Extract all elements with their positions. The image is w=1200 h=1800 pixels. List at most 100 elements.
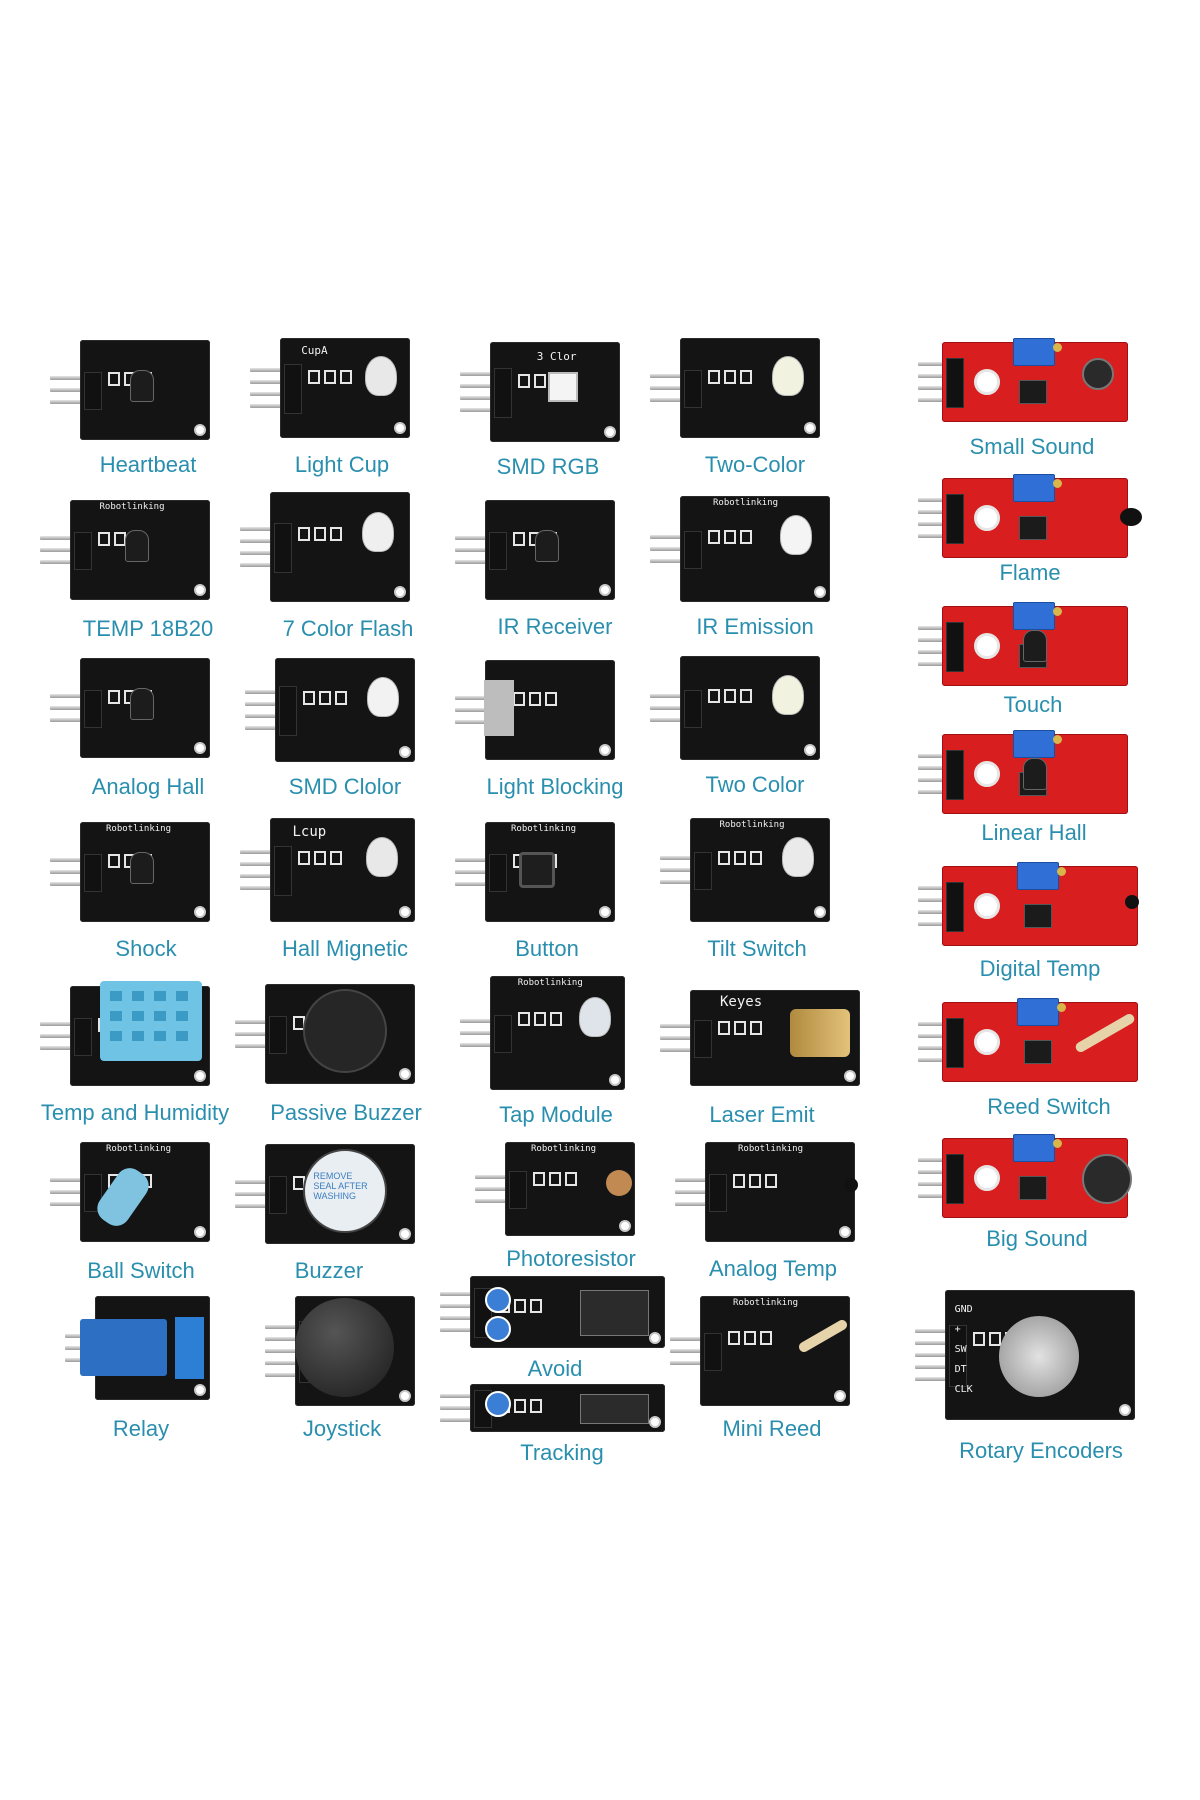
pin-header — [274, 523, 292, 573]
header-pin — [660, 880, 700, 884]
header-pin — [918, 1034, 952, 1038]
solder-pad — [740, 370, 752, 384]
dht-sensor-housing — [99, 981, 202, 1061]
pin-header — [704, 1333, 722, 1371]
module-label: Heartbeat — [99, 452, 197, 477]
sensor-module — [918, 998, 1138, 1082]
led-lens — [772, 356, 805, 396]
header-pin — [455, 696, 495, 700]
mounting-hole — [1119, 1404, 1131, 1416]
module-label: Linear Hall — [981, 820, 1087, 845]
header-pin — [650, 706, 690, 710]
header-pin — [240, 527, 280, 531]
header-pin — [440, 1328, 480, 1332]
mounting-hole — [394, 586, 406, 598]
solder-pad — [534, 1012, 546, 1027]
header-pin — [50, 1178, 90, 1182]
header-pin — [918, 898, 952, 902]
module-label: Shock — [115, 936, 177, 961]
solder-pad — [108, 372, 120, 386]
sensor-module — [918, 1134, 1132, 1218]
mounting-hole — [814, 586, 826, 598]
header-pin — [50, 706, 90, 710]
module-label: Buzzer — [294, 1258, 364, 1283]
rgb-led-chip — [548, 372, 578, 402]
comparator-ic — [1023, 904, 1052, 929]
dht-grille-slot — [153, 1031, 166, 1041]
solder-pad — [708, 529, 720, 544]
solder-pad — [728, 1331, 740, 1346]
header-pin — [918, 638, 952, 642]
solder-pad — [749, 1174, 761, 1188]
module-label: TEMP 18B20 — [82, 616, 214, 641]
solder-pad — [340, 370, 352, 384]
sensor-module — [245, 658, 415, 762]
dht-grille-slot — [175, 1031, 188, 1041]
sensor-module — [265, 1296, 415, 1406]
header-pin — [455, 560, 495, 564]
header-pin — [660, 856, 700, 860]
robotlinking-silk: Robotlinking — [719, 820, 785, 830]
mounting-hole — [609, 1074, 621, 1086]
module-label: Digital Temp — [979, 956, 1101, 981]
mounting-hole — [194, 1384, 206, 1396]
header-pin — [455, 882, 495, 886]
header-pin — [50, 1202, 90, 1206]
dht-grille-slot — [153, 991, 166, 1001]
mounting-hole — [844, 1070, 856, 1082]
solder-pad — [314, 527, 326, 542]
trim-potentiometer — [1012, 730, 1062, 758]
sensor-module — [918, 338, 1128, 422]
header-pin — [265, 1373, 305, 1377]
solder-pad — [724, 529, 736, 544]
header-pin — [918, 534, 952, 538]
solder-pad — [740, 689, 752, 704]
relay-block — [79, 1318, 167, 1377]
pin-header — [279, 686, 297, 736]
module-label: Two-Color — [704, 452, 806, 477]
mounting-hole — [814, 906, 826, 918]
solder-pad — [514, 1299, 526, 1314]
lcup-silk: Lcup — [292, 824, 327, 840]
solder-pad — [550, 1012, 562, 1027]
solder-pad — [98, 532, 110, 546]
module-label: Avoid — [527, 1356, 583, 1381]
dht-grille-slot — [153, 1011, 166, 1021]
encoder-pin-label: CLK — [954, 1384, 973, 1395]
module-label: Big Sound — [986, 1226, 1088, 1251]
mounting-hole — [974, 893, 1000, 919]
header-pin — [915, 1329, 955, 1333]
header-pin — [475, 1187, 515, 1191]
header-pin — [50, 376, 90, 380]
header-pin — [235, 1192, 275, 1196]
mounting-hole — [194, 1226, 206, 1238]
header-pin — [915, 1365, 955, 1369]
header-pin — [235, 1180, 275, 1184]
header-pin — [918, 790, 952, 794]
header-pin — [245, 726, 285, 730]
dht-grille-slot — [109, 991, 122, 1001]
solder-pad — [533, 1172, 545, 1187]
solder-pad — [973, 1331, 985, 1346]
sensor-device — [130, 370, 154, 402]
header-pin — [235, 1032, 275, 1036]
header-pin — [50, 718, 90, 722]
header-pin — [240, 874, 280, 878]
led-lens — [365, 356, 398, 396]
sensor-module: Robotlinking — [50, 1142, 210, 1242]
solder-pad — [108, 854, 120, 868]
header-pin — [50, 694, 90, 698]
solder-pad — [298, 527, 310, 542]
module-label: Rotary Encoders — [959, 1438, 1123, 1463]
encoder-pin-label: + — [954, 1324, 961, 1335]
header-pin — [250, 392, 290, 396]
header-pin — [245, 714, 285, 718]
solder-pad — [718, 851, 730, 866]
pin-header — [84, 690, 102, 728]
solder-pad — [708, 689, 720, 704]
header-pin — [675, 1178, 715, 1182]
module-label: Two Color — [705, 772, 805, 797]
header-pin — [918, 398, 952, 402]
header-pin — [455, 548, 495, 552]
